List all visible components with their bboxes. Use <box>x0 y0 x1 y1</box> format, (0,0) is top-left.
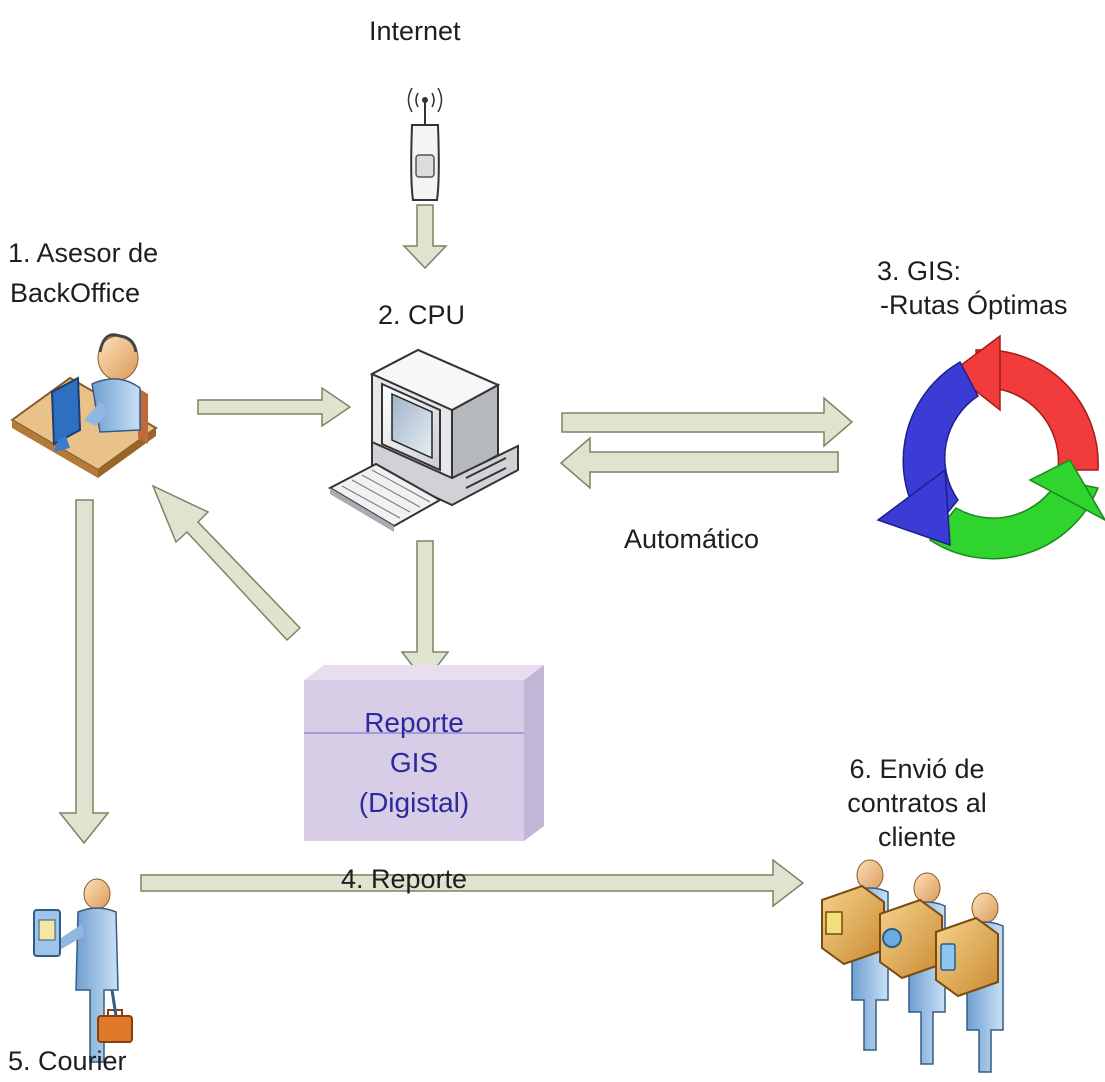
report-box-text: Reporte GIS (Digistal) <box>304 703 524 823</box>
envio-label-line3: cliente <box>877 822 957 852</box>
arrow-courier-to-envio <box>140 858 805 908</box>
reporte-caption: 4. Reporte <box>341 864 468 894</box>
envio-label-line1: 6. Envió de <box>849 754 985 784</box>
arrow-gis-to-cpu <box>559 436 839 490</box>
report-box-line3: (Digistal) <box>358 787 470 818</box>
asesor-label-line1: 1. Asesor de <box>8 238 159 268</box>
internet-label: Internet <box>369 16 461 46</box>
envio-label-line2: contratos al <box>847 788 987 818</box>
desktop-computer-icon <box>327 348 519 532</box>
cpu-label: 2. CPU <box>378 300 466 330</box>
arrow-report-to-asesor <box>151 484 302 642</box>
envio-label: 6. Envió de contratos al cliente <box>822 752 1012 854</box>
arrow-cpu-to-gis <box>561 396 854 448</box>
arrow-cpu-to-report <box>400 540 450 684</box>
arrow-internet-to-cpu <box>402 204 448 270</box>
courier-person-icon <box>33 878 133 1063</box>
report-box-line1: Reporte <box>364 707 464 738</box>
report-box <box>304 665 544 841</box>
arrow-asesor-to-courier <box>58 499 110 845</box>
gis-label-line2: -Rutas Óptimas <box>880 290 1068 320</box>
asesor-label-line2: BackOffice <box>10 278 141 308</box>
cycle-arrows-icon <box>876 334 1105 560</box>
automatico-label: Automático <box>624 524 760 554</box>
courier-label: 5. Courier <box>8 1046 127 1076</box>
operator-at-desk-icon <box>10 333 158 478</box>
gis-label-line1: 3. GIS: <box>877 256 962 286</box>
delivery-people-icon <box>821 859 1004 1073</box>
antenna-icon <box>407 87 443 201</box>
report-box-line2: GIS <box>389 747 439 778</box>
arrow-asesor-to-cpu <box>197 386 352 428</box>
